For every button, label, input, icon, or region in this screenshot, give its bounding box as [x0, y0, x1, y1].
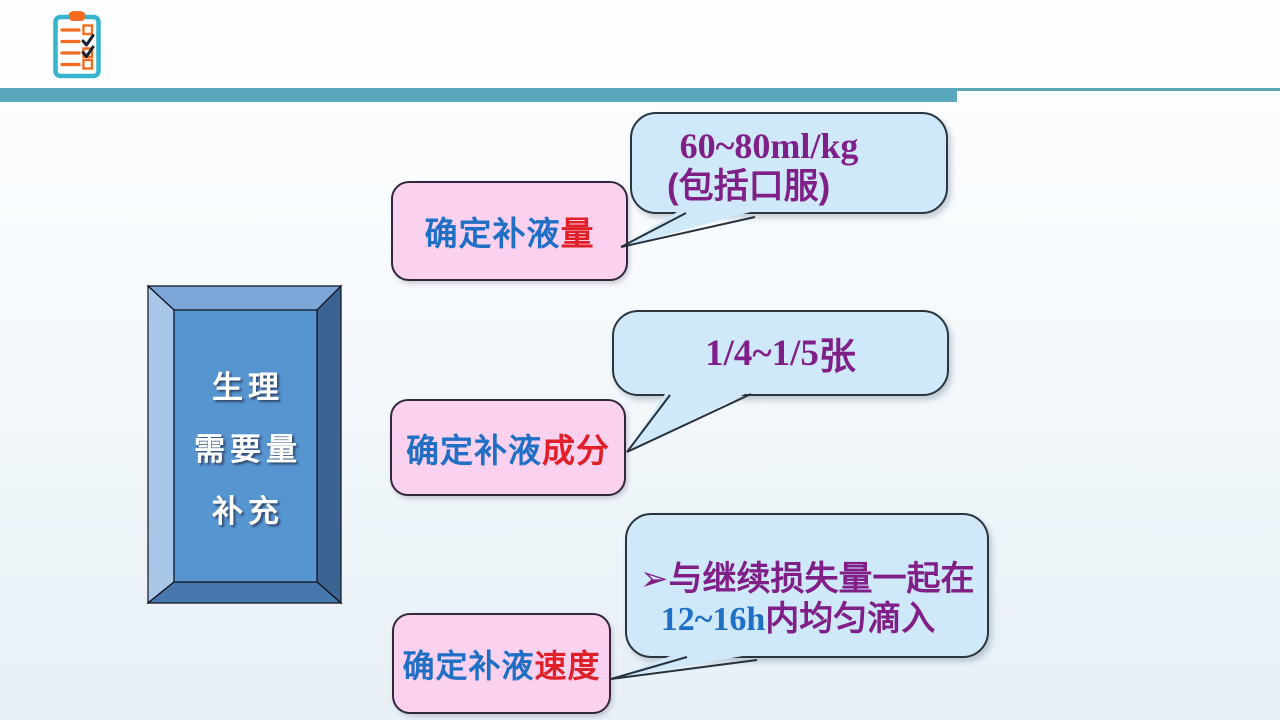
- header-bar: [0, 88, 957, 102]
- bubble-speed-text1: 与继续损失量一起在: [668, 560, 975, 598]
- step-box-volume-accent: 量: [560, 215, 595, 252]
- header-bar-thin-line: [957, 88, 1280, 91]
- bubble-speed-time: 12~16h: [660, 601, 766, 638]
- bubble-composition-value: 1/4~1/5: [705, 332, 819, 374]
- 3d-frame: [146, 284, 343, 605]
- bubble-volume-note: (包括口服): [667, 167, 831, 206]
- step-box-volume-main: 确定补液: [424, 215, 561, 252]
- bubble-volume-value: 60~80ml/kg: [679, 126, 859, 166]
- bubble-composition-unit: 张: [818, 336, 856, 377]
- panel-line-3: 补充: [212, 493, 284, 530]
- step-box-volume: 确定补液量: [391, 181, 628, 281]
- arrow-bullet-icon: ➢: [640, 560, 669, 598]
- step-box-composition: 确定补液成分: [390, 399, 626, 496]
- step-box-composition-main: 确定补液: [406, 431, 542, 469]
- clipboard-checklist-icon: [53, 11, 101, 79]
- panel-line-1: 生理: [212, 369, 284, 406]
- step-box-speed-main: 确定补液: [402, 647, 535, 684]
- callout-bubble-volume: 60~80ml/kg (包括口服): [630, 112, 948, 214]
- step-box-speed-accent: 速度: [534, 647, 601, 684]
- callout-tail-composition: [626, 388, 755, 453]
- panel-title: 生理 需要量 补充: [174, 310, 317, 582]
- step-box-speed: 确定补液速度: [392, 613, 611, 714]
- panel-line-2: 需要量: [194, 431, 302, 468]
- step-box-composition-accent: 成分: [542, 431, 610, 469]
- bubble-speed-text2: 内均匀滴入: [765, 600, 936, 638]
- callout-bubble-speed: ➢与继续损失量一起在 12~16h内均匀滴入: [625, 513, 989, 658]
